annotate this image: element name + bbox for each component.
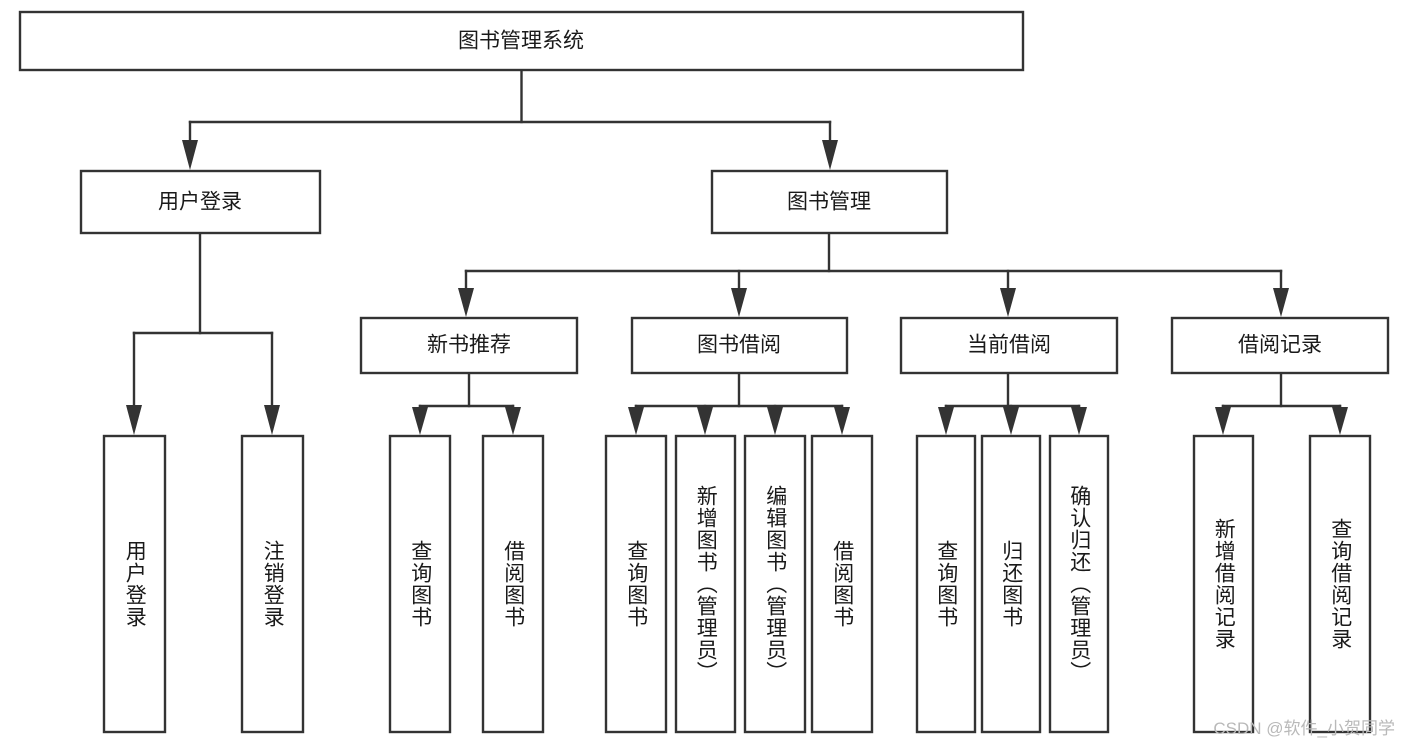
- node-label-borrow-record: 借阅记录: [1238, 334, 1322, 357]
- node-label-current-borrow: 当前借阅: [967, 334, 1051, 357]
- node-label-book-borrow: 图书借阅: [697, 334, 781, 357]
- node-box-leaf-query-book-1[interactable]: [388, 434, 452, 734]
- node-box-leaf-borrow-book-2[interactable]: [810, 434, 874, 734]
- arrow-head-borrow-record: [1273, 288, 1289, 317]
- arrow-head-current-borrow: [1000, 288, 1016, 317]
- node-box-leaf-add-record[interactable]: [1192, 434, 1255, 734]
- node-box-book-manage[interactable]: [710, 169, 949, 235]
- node-box-leaf-add-book[interactable]: [674, 434, 737, 734]
- arrow-head-new-book-rec: [458, 288, 474, 317]
- node-box-leaf-confirm-return[interactable]: [1048, 434, 1110, 734]
- node-box-leaf-borrow-book-1[interactable]: [481, 434, 545, 734]
- node-label-root: 图书管理系统: [458, 30, 584, 53]
- node-box-book-borrow[interactable]: [630, 316, 849, 375]
- node-box-user-login[interactable]: [79, 169, 322, 235]
- arrow-head-leaf-return-book: [1003, 407, 1019, 435]
- node-box-root[interactable]: [18, 10, 1025, 72]
- arrow-head-leaf-query-book-1: [412, 407, 428, 435]
- arrow-head-leaf-borrow-book-1: [505, 407, 521, 435]
- arrow-head-leaf-logout: [264, 405, 280, 435]
- node-label-book-manage: 图书管理: [787, 191, 871, 214]
- node-box-leaf-query-record[interactable]: [1308, 434, 1372, 734]
- node-box-new-book-rec[interactable]: [359, 316, 579, 375]
- arrow-head-leaf-query-book-3: [938, 407, 954, 435]
- nodes-group: 图书管理系统 用户登录 图书管理 新书推荐 图书借阅 当前借阅 借阅记录: [18, 10, 1390, 734]
- node-label-new-book-rec: 新书推荐: [427, 334, 511, 357]
- edges-group: [126, 68, 1348, 435]
- arrow-head-leaf-borrow-book-2: [834, 407, 850, 435]
- node-box-leaf-query-book-2[interactable]: [604, 434, 668, 734]
- node-box-leaf-edit-book[interactable]: [743, 434, 807, 734]
- arrow-head-user-login: [182, 140, 198, 170]
- node-box-leaf-user-login[interactable]: [102, 434, 167, 734]
- arrow-head-book-manage: [822, 140, 838, 170]
- node-box-current-borrow[interactable]: [899, 316, 1119, 375]
- arrow-head-leaf-add-book: [697, 407, 713, 435]
- arrow-head-book-borrow: [731, 288, 747, 317]
- arrow-head-leaf-confirm-return: [1071, 407, 1087, 435]
- arrow-head-leaf-query-record: [1332, 407, 1348, 435]
- arrow-head-leaf-add-record: [1215, 407, 1231, 435]
- arrow-head-leaf-query-book-2: [628, 407, 644, 435]
- node-box-leaf-return-book[interactable]: [980, 434, 1042, 734]
- arrow-head-leaf-user-login: [126, 405, 142, 435]
- node-box-leaf-logout[interactable]: [240, 434, 305, 734]
- watermark-text: CSDN @软件_小贺同学: [1213, 719, 1395, 738]
- node-box-leaf-query-book-3[interactable]: [915, 434, 977, 734]
- node-label-user-login: 用户登录: [158, 191, 242, 214]
- node-box-borrow-record[interactable]: [1170, 316, 1390, 375]
- arrow-head-leaf-edit-book: [767, 407, 783, 435]
